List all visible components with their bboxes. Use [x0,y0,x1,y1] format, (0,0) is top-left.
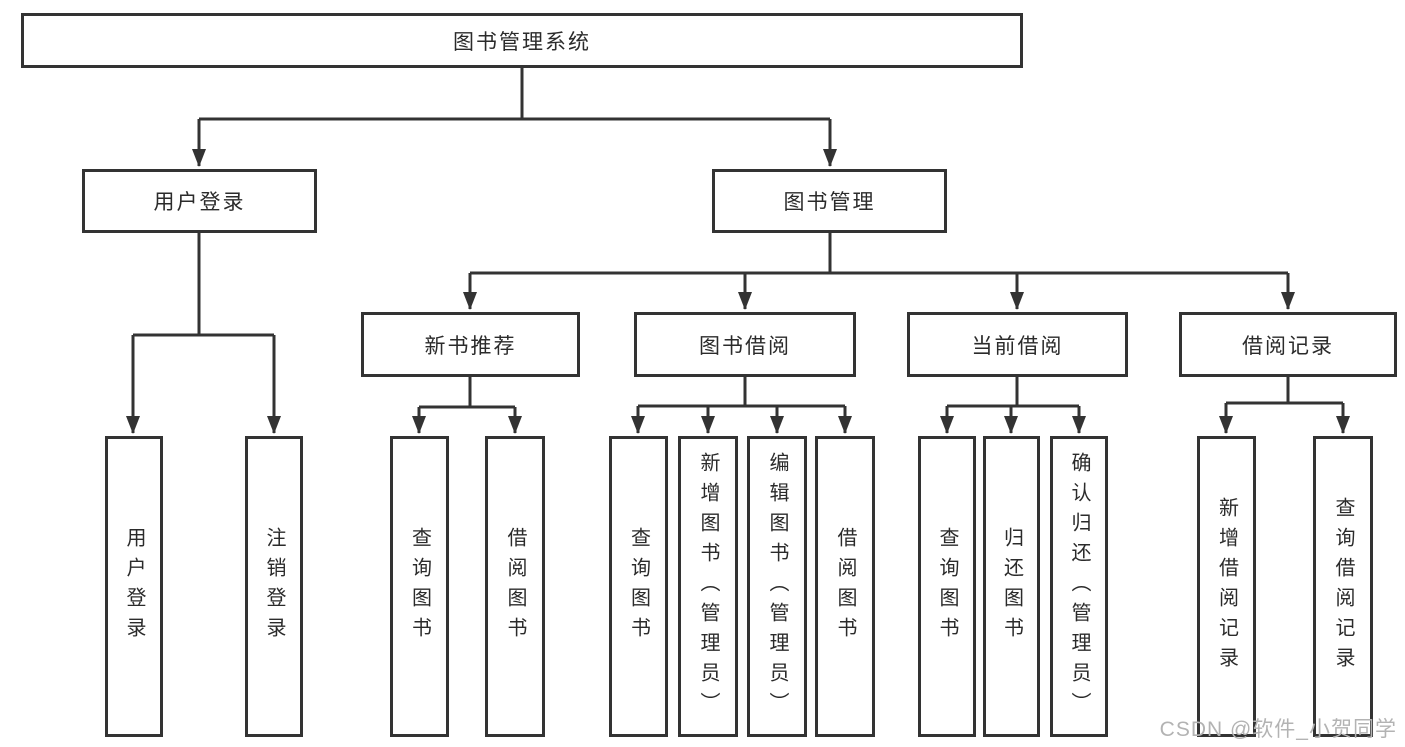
leaf-borrow-books: 借阅图书 [815,436,875,737]
node-label: 查询图书 [936,526,958,647]
node-label: 借阅图书 [834,526,856,647]
leaf-confirm-return-admin: 确认归还（管理员） [1050,436,1108,737]
node-label: 查询借阅记录 [1332,496,1354,677]
leaf-borrow-books-recommend: 借阅图书 [485,436,545,737]
leaf-query-books-borrowing: 查询图书 [609,436,668,737]
leaf-edit-books-admin: 编辑图书（管理员） [747,436,807,737]
node-label: 图书管理系统 [453,30,591,54]
node-label: 借阅图书 [504,526,526,647]
leaf-add-books-admin: 新增图书（管理员） [678,436,738,737]
node-book-management: 图书管理 [712,169,947,233]
node-book-borrowing: 图书借阅 [634,312,856,377]
node-label: 归还图书 [1000,526,1023,647]
node-label: 确认归还（管理员） [1068,451,1090,722]
node-label: 注销登录 [263,526,285,647]
leaf-query-borrow-record: 查询借阅记录 [1313,436,1373,737]
leaf-query-books-current: 查询图书 [918,436,976,737]
node-label: 新增借阅记录 [1215,496,1238,677]
node-new-book-recommend: 新书推荐 [361,312,580,377]
node-library-management-system: 图书管理系统 [21,13,1023,68]
node-label: 图书管理 [783,191,876,214]
node-label: 用户登录 [153,191,246,214]
leaf-logout: 注销登录 [245,436,303,737]
node-label: 当前借阅 [971,334,1064,358]
node-current-borrowing: 当前借阅 [907,312,1128,377]
node-label: 图书借阅 [699,334,791,358]
node-label: 用户登录 [123,526,145,647]
node-user-login: 用户登录 [82,169,317,233]
node-label: 借阅记录 [1242,334,1334,358]
leaf-add-borrow-record: 新增借阅记录 [1197,436,1256,737]
node-borrowing-records: 借阅记录 [1179,312,1397,377]
node-label: 新书推荐 [424,334,517,358]
leaf-return-books: 归还图书 [983,436,1040,737]
node-label: 查询图书 [627,526,650,647]
node-label: 编辑图书（管理员） [766,451,788,722]
node-label: 查询图书 [408,526,431,647]
csdn-watermark: CSDN @软件_小贺同学 [1159,718,1397,741]
leaf-query-books-recommend: 查询图书 [390,436,449,737]
node-label: 新增图书（管理员） [697,451,719,722]
leaf-user-login: 用户登录 [105,436,163,737]
